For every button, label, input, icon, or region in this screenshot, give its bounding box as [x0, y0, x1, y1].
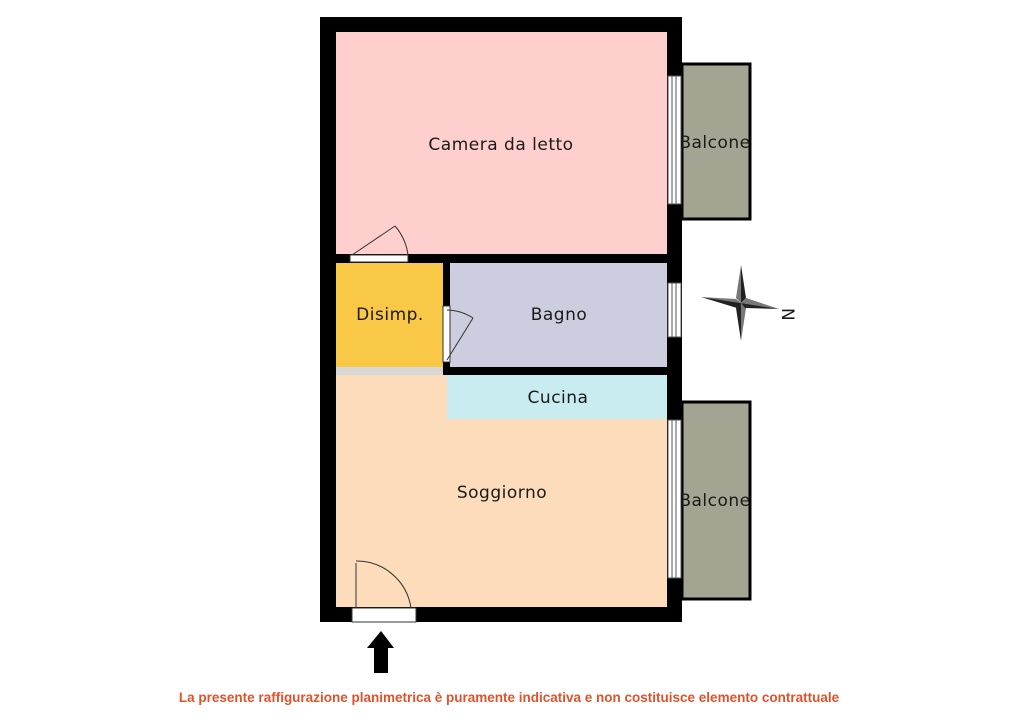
label-disimpegno: Disimp.	[356, 305, 424, 325]
label-soggiorno: Soggiorno	[457, 483, 547, 503]
label-bagno: Bagno	[531, 305, 588, 325]
disclaimer: La presente raffigurazione planimetrica …	[178, 690, 840, 705]
room-disimpegno	[336, 263, 443, 367]
door-entrance	[351, 560, 417, 623]
label-balcone-bottom: Balcone	[679, 491, 750, 511]
room-camera	[336, 32, 667, 254]
label-balcone-top: Balcone	[679, 133, 750, 153]
door-bagno	[442, 305, 474, 363]
room-bagno	[450, 263, 667, 367]
compass-north-label: N	[777, 308, 797, 321]
label-cucina: Cucina	[528, 388, 589, 408]
entrance-arrow-icon	[367, 631, 394, 673]
room-cucina	[447, 375, 667, 419]
label-camera: Camera da letto	[428, 135, 573, 155]
disimp-opening	[336, 367, 443, 375]
balcone-bottom	[680, 400, 752, 601]
compass-icon	[701, 265, 779, 341]
windows	[667, 75, 682, 579]
door-camera	[349, 225, 409, 263]
